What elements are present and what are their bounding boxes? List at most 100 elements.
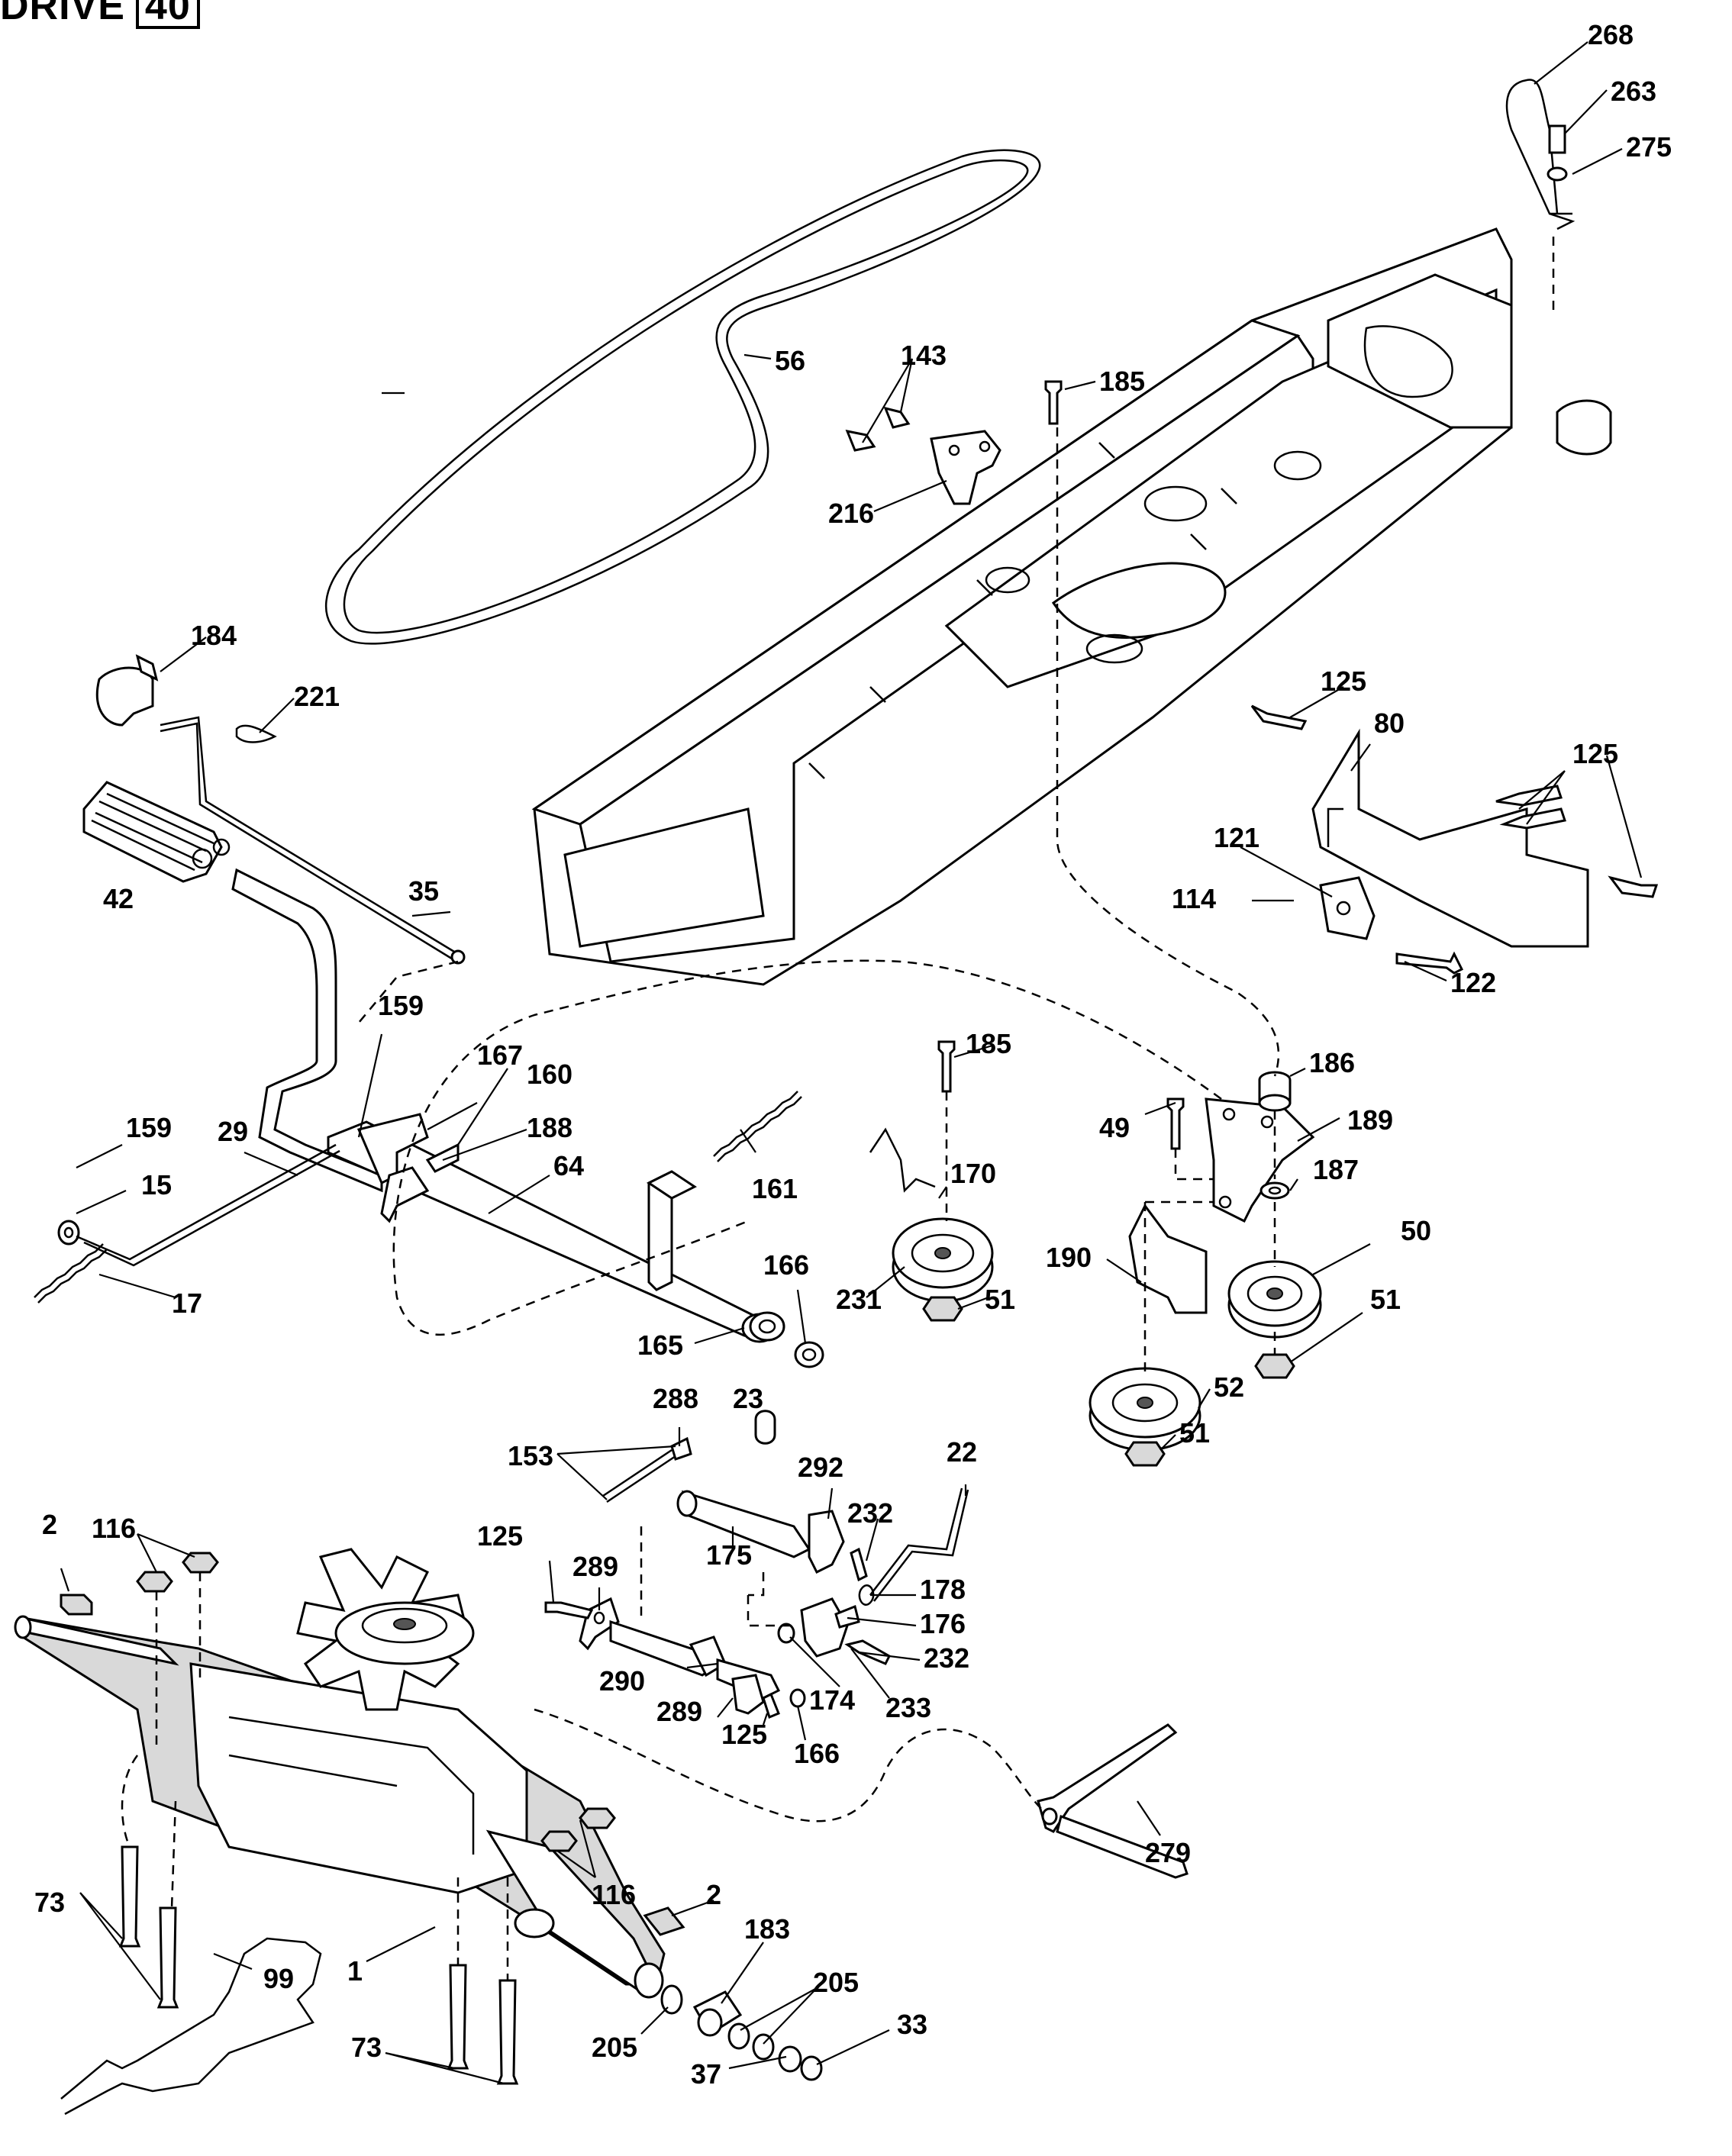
callout-176: 176: [920, 1608, 966, 1639]
callout-29: 29: [218, 1116, 248, 1147]
lift-handle: [1505, 79, 1576, 230]
callout-159-upper: 159: [378, 990, 424, 1021]
callout-1: 1: [347, 1955, 363, 1987]
callout-231: 231: [836, 1284, 882, 1315]
callout-37: 37: [691, 2058, 721, 2090]
callout-166-upper: 166: [763, 1249, 809, 1281]
callout-205-lower: 205: [592, 2032, 637, 2063]
callout-49: 49: [1099, 1112, 1130, 1143]
callout-153: 153: [508, 1440, 553, 1471]
pivot-bracket: [930, 430, 1001, 505]
callout-232-lower: 232: [924, 1642, 969, 1674]
washer-187: [1259, 1181, 1290, 1200]
callout-2-right: 2: [706, 1879, 721, 1910]
pedal-knob-184: [95, 654, 159, 727]
callout-23: 23: [733, 1383, 763, 1414]
callout-185-upper: 185: [1099, 366, 1145, 397]
cross-shaft: [327, 1113, 758, 1337]
brake-rod-99: [60, 1937, 322, 2116]
callout-159-lower: 159: [126, 1112, 172, 1143]
callout-160: 160: [527, 1059, 572, 1090]
callout-114: 114: [1172, 883, 1216, 914]
callout-116-right: 116: [592, 1879, 636, 1910]
callout-42: 42: [103, 883, 134, 914]
callout-15: 15: [141, 1169, 172, 1200]
callout-labels: 268 263 275 56 143 185 216 184 221 125 8…: [34, 19, 1672, 2090]
axle-hardware: [660, 1984, 823, 2081]
callout-52: 52: [1214, 1371, 1244, 1403]
callout-167: 167: [477, 1039, 523, 1071]
pedal-rod-35: [160, 716, 466, 965]
spring-17: [34, 1243, 108, 1304]
callout-216: 216: [828, 498, 874, 529]
callout-288: 288: [653, 1383, 698, 1414]
bushing-165: [741, 1311, 785, 1343]
idler-bracket: [1319, 876, 1376, 940]
idler-pulley-50: [1227, 1260, 1322, 1339]
drive-belt: [324, 149, 1041, 645]
callout-99: 99: [263, 1963, 294, 1994]
callout-165: 165: [637, 1329, 683, 1361]
brake-rod-29: [76, 1143, 340, 1267]
washer-15: [57, 1220, 80, 1246]
shift-rod-22: [858, 1487, 969, 1606]
callout-35: 35: [408, 875, 439, 907]
section-number-box: 40: [135, 0, 200, 29]
callout-51-c: 51: [1179, 1417, 1210, 1449]
callout-292: 292: [798, 1452, 843, 1483]
idler-pulley-52: [1089, 1367, 1201, 1452]
callout-33: 33: [897, 2009, 927, 2040]
callout-80: 80: [1374, 707, 1405, 739]
callout-51-a: 51: [985, 1284, 1015, 1315]
callout-187: 187: [1313, 1154, 1359, 1185]
rod-279: [1037, 1723, 1189, 1879]
spring-161: [713, 1091, 802, 1162]
bolts: [845, 380, 1659, 1150]
callout-73-upper: 73: [34, 1887, 65, 1918]
frame-bracket: [1311, 728, 1589, 948]
belt-guide: [1128, 1204, 1208, 1314]
assembly-lines: [121, 237, 1555, 1980]
washer-166: [794, 1341, 824, 1368]
brake-pedal: [82, 781, 231, 883]
callout-190: 190: [1046, 1242, 1092, 1273]
bolts-linkage: [544, 1547, 891, 1719]
chassis-frame: [531, 227, 1612, 986]
transaxle: [14, 1615, 666, 1999]
callout-188: 188: [527, 1112, 572, 1143]
callout-56: 56: [775, 345, 805, 376]
callout-17: 17: [172, 1287, 202, 1319]
callout-51-b: 51: [1370, 1284, 1401, 1315]
callout-178: 178: [920, 1574, 966, 1605]
key-2a: [60, 1594, 93, 1616]
idler-pulley-231: [892, 1217, 994, 1303]
callout-189: 189: [1347, 1104, 1393, 1136]
bolts-73: [118, 1845, 519, 2085]
callout-184: 184: [191, 620, 237, 651]
fan-pulley: [296, 1548, 475, 1711]
callout-143: 143: [901, 340, 947, 371]
callout-121: 121: [1214, 822, 1259, 853]
callout-64: 64: [553, 1150, 584, 1181]
callout-221: 221: [294, 681, 340, 712]
callout-186: 186: [1309, 1047, 1355, 1078]
linkage-upper: [602, 1410, 845, 1574]
callout-268: 268: [1588, 19, 1634, 50]
callout-263: 263: [1611, 76, 1656, 107]
callout-2-left: 2: [42, 1509, 57, 1540]
callout-125-lower: 125: [721, 1719, 767, 1750]
callout-161: 161: [752, 1173, 798, 1204]
callout-290: 290: [599, 1665, 645, 1697]
nuts-51: [922, 1296, 1295, 1467]
nuts-116: [136, 1552, 616, 1852]
callout-116-left: 116: [92, 1513, 136, 1544]
callout-125-right: 125: [1572, 738, 1618, 769]
idler-arm: [1205, 1097, 1315, 1223]
callout-289-upper: 289: [572, 1551, 618, 1582]
idler-spring: [869, 1127, 936, 1193]
callout-232-upper: 232: [847, 1497, 893, 1529]
callout-185-lower: 185: [966, 1028, 1011, 1059]
key-2b: [643, 1906, 685, 1936]
